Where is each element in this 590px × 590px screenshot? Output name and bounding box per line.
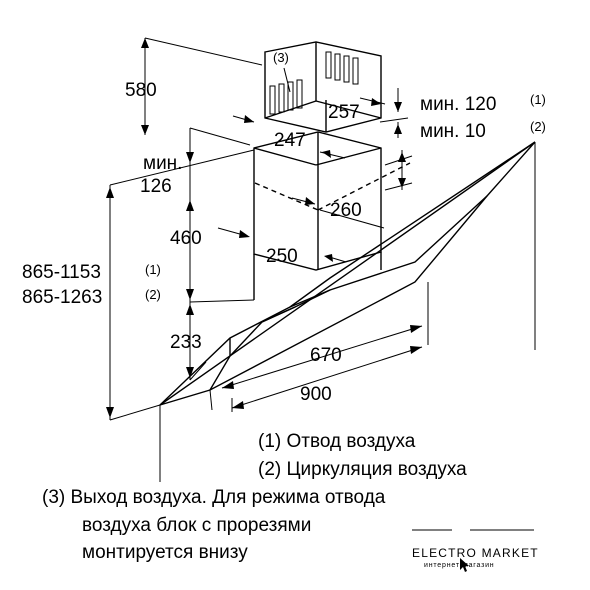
dim-total: 865-1153 (1) 865-1263 (2) (22, 149, 255, 421)
dim-900-label: 900 (300, 384, 332, 405)
legend-line-5: монтируется внизу (82, 542, 248, 563)
dim-257: 257 (328, 97, 386, 123)
dim-580-label: 580 (125, 80, 157, 101)
dim-126-label-a: мин. (143, 153, 182, 174)
watermark: ELECTRO MARKET интернет-магазин (388, 522, 548, 578)
dim-247-label: 247 (274, 130, 306, 151)
dim-range2-note: (2) (145, 287, 161, 302)
dim-247: 247 (232, 115, 346, 159)
ceiling-clearance-line (254, 182, 319, 211)
dim-233-label: 233 (170, 332, 202, 353)
chimney-upper (264, 41, 382, 133)
dim-260-label: 260 (330, 200, 362, 221)
legend: (1) Отвод воздуха (2) Циркуляция воздуха… (42, 431, 467, 563)
watermark-tagline: интернет-магазин (424, 562, 494, 569)
dim-range1-label: 865-1153 (22, 262, 101, 283)
hood-canopy (159, 141, 536, 406)
legend-line-1: (1) Отвод воздуха (258, 431, 416, 452)
dim-min120: мин. 120 (1) мин. 10 (2) (379, 88, 546, 142)
cursor-icon (460, 558, 469, 572)
vent-slots-icon (269, 51, 359, 115)
dim-range2-label: 865-1263 (22, 287, 102, 308)
dim-257-label: 257 (328, 102, 360, 123)
dim-126: мин. 126 (140, 127, 251, 198)
legend-line-2: (2) Циркуляция воздуха (258, 459, 467, 480)
dim-460-label: 460 (170, 228, 202, 249)
dim-250-label: 250 (266, 246, 298, 267)
dim-min10-label: мин. 10 (420, 121, 486, 142)
dim-126-label-b: 126 (140, 176, 172, 197)
dim-580: 580 (125, 37, 263, 135)
dim-min120-label: мин. 120 (420, 94, 496, 115)
chimney-lower (253, 131, 382, 300)
dim-min10-note: (2) (530, 119, 546, 134)
legend-line-3: (3) Выход воздуха. Для режима отвода (42, 487, 386, 508)
callout-3-label: (3) (273, 50, 289, 65)
dim-range1-note: (1) (145, 262, 161, 277)
callout-3: (3) (273, 50, 291, 93)
legend-line-4: воздуха блок с прорезями (82, 515, 311, 536)
dim-900: 900 (159, 142, 536, 482)
dim-min-circulation (384, 150, 413, 191)
dim-670-label: 670 (310, 345, 342, 366)
dim-250: 250 (217, 227, 347, 267)
watermark-brand: ELECTRO MARKET (412, 546, 539, 560)
dim-233: 233 (170, 302, 207, 381)
dim-670: 670 (209, 282, 429, 411)
dim-260: 260 (291, 197, 385, 229)
dim-min120-note: (1) (530, 92, 546, 107)
dim-460: 460 (170, 198, 255, 303)
